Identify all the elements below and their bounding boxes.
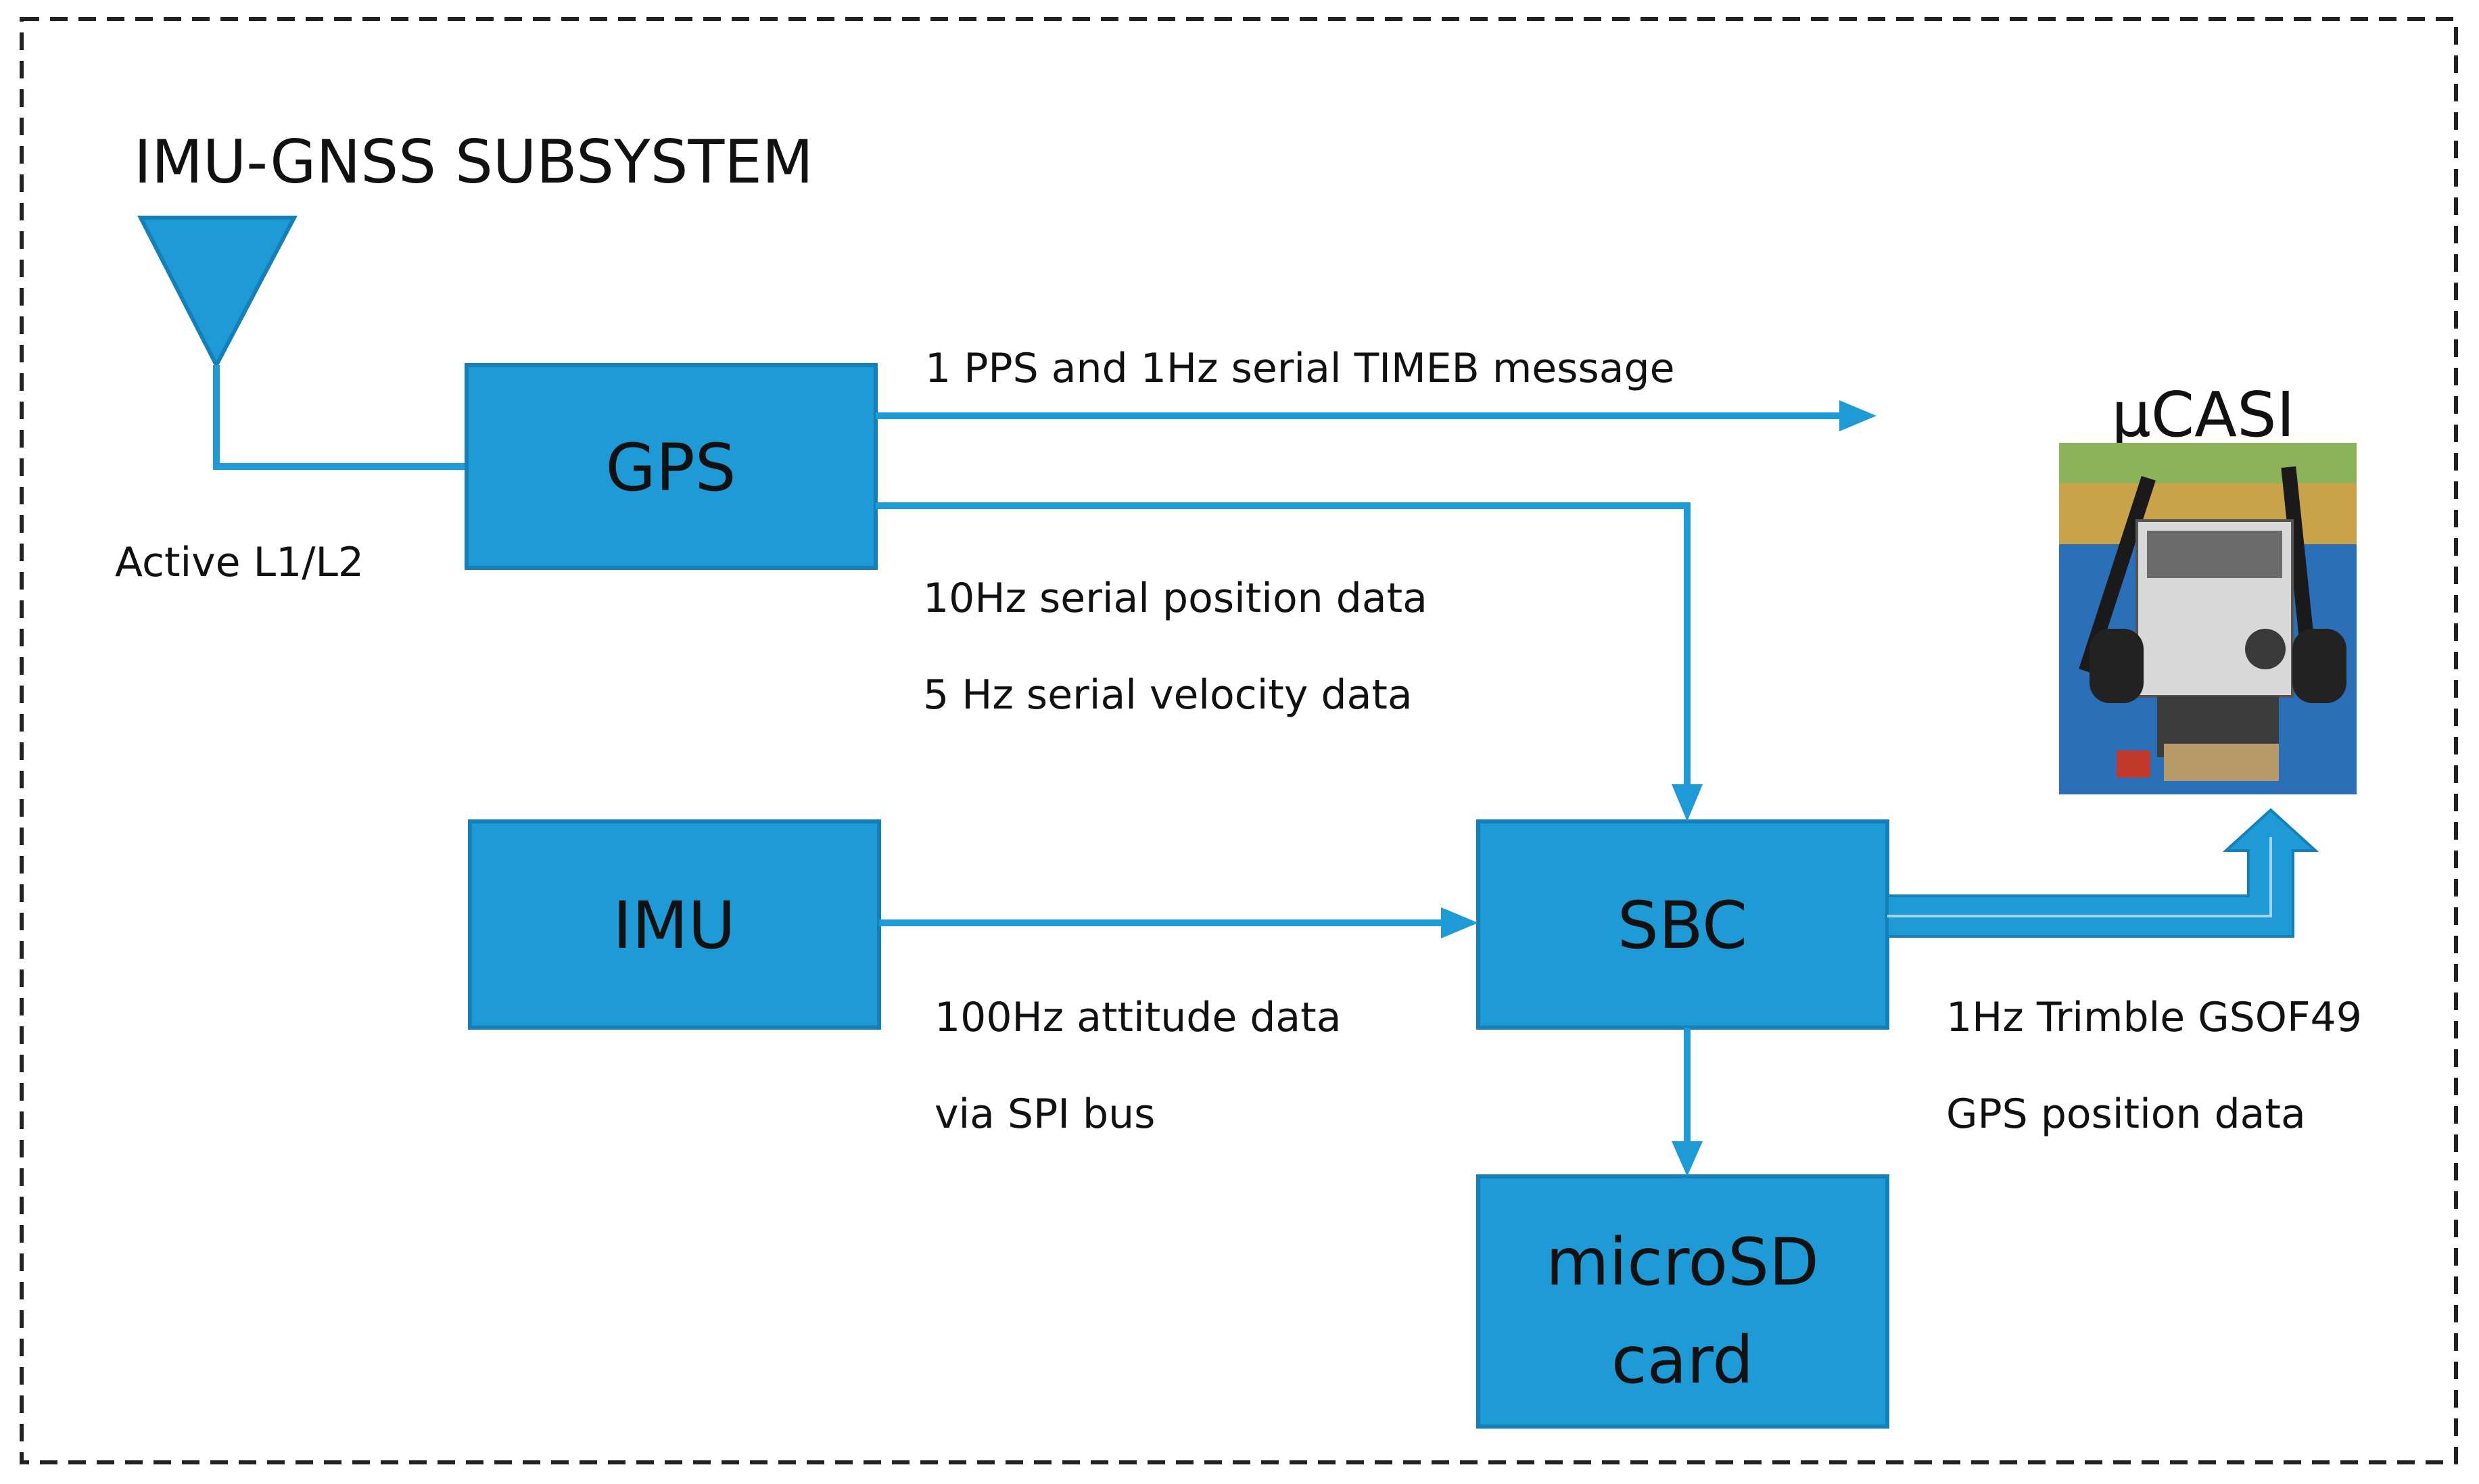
gps-to-sbc-arrowhead — [1672, 784, 1703, 821]
sbc-to-ucasi-connector-inner — [1887, 837, 2272, 917]
microsd-block-label-line2: card — [1611, 1322, 1753, 1398]
microsd-block — [1476, 1174, 1889, 1429]
diagram-title: IMU-GNSS SUBSYSTEM — [134, 127, 813, 197]
gps-position-data-label: GPS position data — [1946, 1091, 2306, 1138]
velocity-data-label: 5 Hz serial velocity data — [923, 671, 1413, 719]
gps-block-label: GPS — [605, 430, 736, 506]
ucasi-photo — [2059, 443, 2357, 794]
subsystem-dashed-border — [20, 17, 2458, 1464]
imu-block — [468, 819, 881, 1030]
pps-timeb-label: 1 PPS and 1Hz serial TIMEB message — [925, 345, 1675, 392]
gps-block — [465, 363, 878, 570]
gps-to-sbc-connector — [876, 502, 1691, 784]
gsof49-label: 1Hz Trimble GSOF49 — [1946, 994, 2362, 1041]
sbc-to-ucasi-connector — [1886, 808, 2319, 938]
microsd-block-label-line1: microSD — [1546, 1224, 1819, 1300]
pps-timeb-arrowhead — [1839, 400, 1876, 431]
sbc-block-label: SBC — [1618, 888, 1747, 963]
imu-to-sbc-arrowhead — [1441, 907, 1478, 938]
sbc-to-microsd-arrowhead — [1672, 1141, 1703, 1176]
spi-bus-label: via SPI bus — [935, 1091, 1155, 1138]
attitude-data-label: 100Hz attitude data — [935, 994, 1341, 1041]
antenna-feed-line — [213, 365, 467, 470]
antenna-label: Active L1/L2 — [115, 539, 364, 586]
ucasi-label: µCASI — [2111, 379, 2294, 451]
antenna-icon — [137, 216, 298, 370]
position-data-label: 10Hz serial position data — [923, 575, 1427, 622]
sbc-block — [1476, 819, 1889, 1030]
imu-block-label: IMU — [613, 888, 735, 963]
